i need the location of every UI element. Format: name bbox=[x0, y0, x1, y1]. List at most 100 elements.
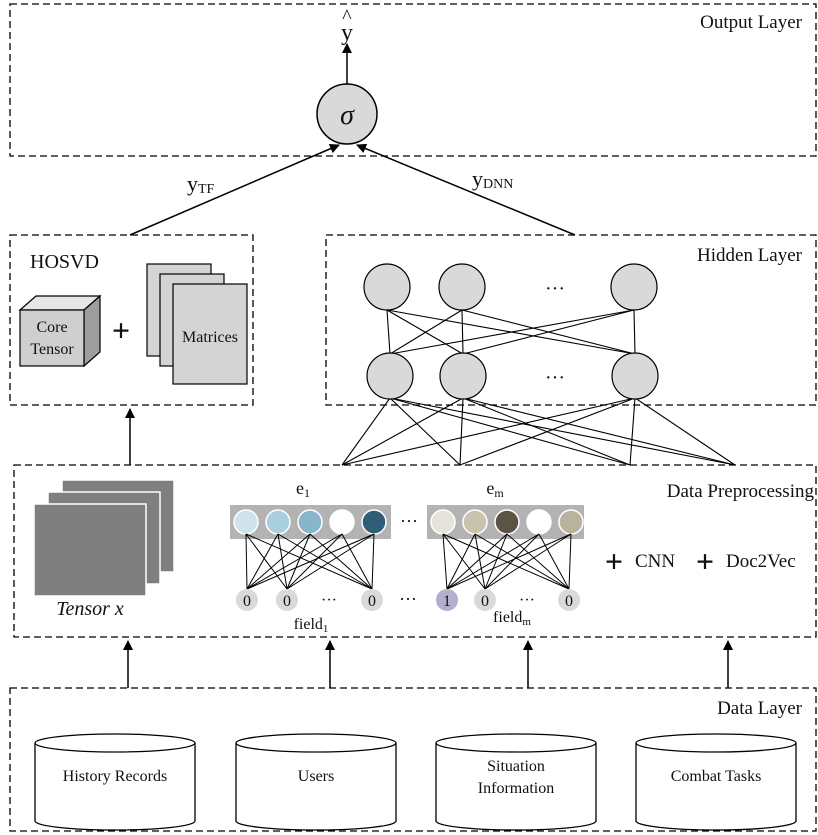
tensor-stack bbox=[33, 479, 175, 597]
data-source-label: Combat Tasks bbox=[671, 768, 762, 785]
dnn-edge bbox=[356, 143, 576, 236]
embedding-connection bbox=[474, 533, 570, 590]
data-source-cylinder: History Records bbox=[34, 733, 196, 831]
preprocessing-label: Data Preprocessing bbox=[667, 481, 815, 502]
embedding-m-label: em bbox=[486, 478, 504, 500]
data-source-label: Users bbox=[298, 768, 334, 785]
output-layer-box bbox=[9, 3, 817, 157]
output-y-label: y bbox=[341, 20, 353, 46]
embedding-connection bbox=[538, 533, 570, 590]
field-value: ··· bbox=[321, 592, 337, 609]
hidden-ellipsis-bottom: ··· bbox=[545, 367, 565, 389]
field-value-dot bbox=[276, 589, 298, 611]
field-value-dot bbox=[361, 589, 383, 611]
y-tf-label: yTF bbox=[187, 171, 215, 197]
hidden-node bbox=[439, 352, 487, 400]
embedding-connection bbox=[442, 533, 448, 590]
embedding-connection bbox=[446, 533, 540, 590]
embedding-connection bbox=[246, 533, 375, 590]
sigma-symbol: σ bbox=[340, 100, 355, 131]
cnn-label: CNN bbox=[635, 551, 675, 572]
field-value: 0 bbox=[243, 593, 251, 610]
embedding-cell bbox=[297, 509, 323, 535]
embedding-connection bbox=[371, 533, 375, 590]
data-source-label: Information bbox=[478, 780, 554, 797]
embedding-connection bbox=[286, 533, 311, 590]
data-source-cylinder: Users bbox=[235, 733, 397, 831]
embedding-cell bbox=[329, 509, 355, 535]
embedding-connection bbox=[246, 533, 311, 590]
tensor-label: Tensor x bbox=[56, 598, 124, 620]
field-value: 0 bbox=[565, 593, 573, 610]
field-value: 1 bbox=[443, 593, 451, 610]
embedding-cell bbox=[558, 509, 584, 535]
field-ellipsis: ··· bbox=[399, 589, 417, 609]
embedding-connection bbox=[277, 533, 373, 590]
preprocessing-box bbox=[13, 464, 817, 638]
embedding-cell bbox=[526, 509, 552, 535]
data-source-cylinder: Combat Tasks bbox=[635, 733, 797, 831]
hosvd-plus: + bbox=[112, 312, 130, 348]
field-value-dot bbox=[236, 589, 258, 611]
embedding-cell bbox=[361, 509, 387, 535]
embedding-cell bbox=[494, 509, 520, 535]
field-value-dot bbox=[436, 589, 458, 611]
core-tensor-cube bbox=[18, 294, 102, 368]
embedding-connection bbox=[446, 533, 476, 590]
field-m-label: fieldm bbox=[493, 609, 531, 628]
sigma-node bbox=[316, 83, 378, 145]
data-layer-label: Data Layer bbox=[717, 698, 803, 719]
embedding-ellipsis: ··· bbox=[400, 511, 418, 531]
embedding-cell bbox=[233, 509, 259, 535]
embedding-cell bbox=[265, 509, 291, 535]
embedding-connection bbox=[442, 533, 570, 590]
data-source-label: History Records bbox=[63, 768, 167, 785]
field-1-connections bbox=[245, 533, 375, 590]
embedding-1-label: e1 bbox=[296, 478, 310, 500]
embedding-connection bbox=[442, 533, 486, 590]
hidden-node bbox=[366, 352, 414, 400]
data-sources: History Records Users SituationInformation… bbox=[34, 733, 797, 831]
field-value-dot bbox=[474, 589, 496, 611]
embedding-cell bbox=[430, 509, 456, 535]
field-value: 0 bbox=[368, 593, 376, 610]
hidden-node bbox=[438, 263, 486, 311]
matrices-label: Matrices bbox=[182, 329, 238, 346]
field-value: 0 bbox=[283, 593, 291, 610]
embedding-connection bbox=[341, 533, 373, 590]
matrices-stack bbox=[146, 263, 248, 385]
doc2vec-plus: + bbox=[696, 543, 714, 579]
embedding-connection bbox=[484, 533, 540, 590]
hidden-node bbox=[363, 263, 411, 311]
field-m-values: 1 0 ··· 0 bbox=[436, 589, 580, 611]
cnn-plus: + bbox=[605, 543, 623, 579]
embedding-connection bbox=[246, 533, 279, 590]
tf-edge bbox=[129, 143, 340, 236]
field-1-label: field1 bbox=[294, 616, 329, 635]
field-1-values: 0 0 ··· 0 bbox=[236, 589, 383, 611]
embedding-connection bbox=[484, 533, 572, 590]
field-value-dot bbox=[558, 589, 580, 611]
embedding-connection bbox=[446, 533, 572, 590]
field-value: ··· bbox=[519, 592, 535, 609]
field-value: 0 bbox=[481, 593, 489, 610]
embedding-connection bbox=[245, 533, 248, 590]
embedding-connection bbox=[446, 533, 508, 590]
output-layer-label: Output Layer bbox=[700, 12, 803, 33]
embedding-connection bbox=[286, 533, 343, 590]
embedding-connection bbox=[506, 533, 570, 590]
embedding-m-cells bbox=[430, 509, 584, 535]
y-dnn-label: yDNN bbox=[472, 166, 513, 192]
hidden-edges bbox=[341, 309, 736, 466]
embedding-connection bbox=[484, 533, 508, 590]
hidden-layer-box bbox=[325, 234, 817, 406]
embedding-connection bbox=[245, 533, 373, 590]
embedding-connection bbox=[286, 533, 375, 590]
embedding-cell bbox=[462, 509, 488, 535]
embedding-connection bbox=[568, 533, 572, 590]
field-m-connections bbox=[442, 533, 572, 590]
embedding-connection bbox=[245, 533, 288, 590]
embedding-connection bbox=[246, 533, 343, 590]
